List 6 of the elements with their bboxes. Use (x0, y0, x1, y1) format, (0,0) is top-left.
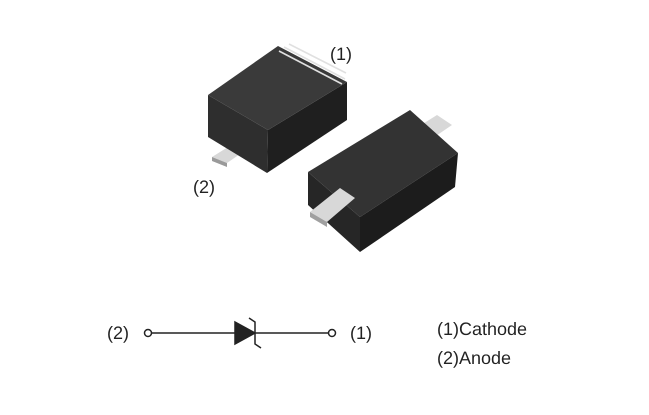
pin-legend: (1)Cathode (437, 320, 528, 338)
pin-number: (2) (193, 178, 215, 196)
pin-number: (1) (330, 45, 352, 63)
pin-legend: (2)Anode (437, 349, 512, 367)
pin-number: (2) (107, 324, 129, 342)
pin-number: (1) (350, 324, 372, 342)
